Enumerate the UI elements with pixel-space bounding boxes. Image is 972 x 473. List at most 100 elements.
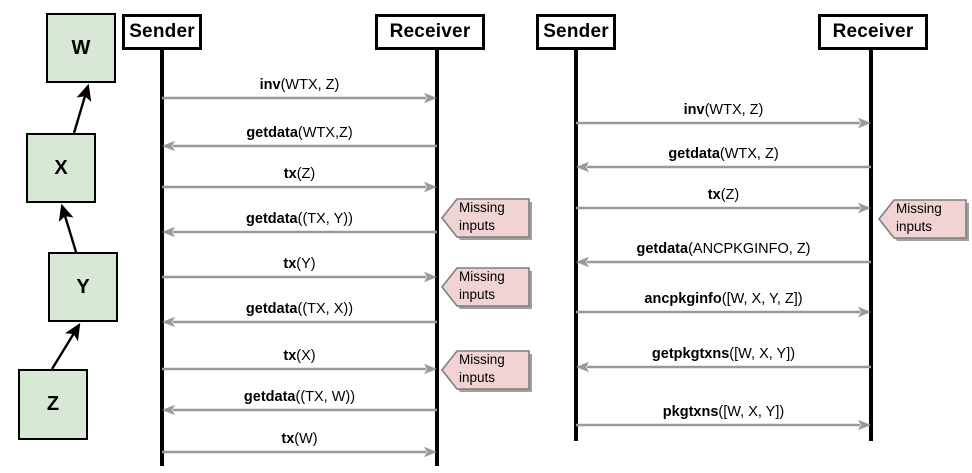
receiver-label: Receiver — [389, 21, 471, 42]
sender-label: Sender — [129, 21, 195, 42]
callout-line-2: inputs — [459, 370, 496, 386]
dag-edge-Y-to-X — [58, 203, 78, 253]
dag-edge-Z-to-Y — [50, 322, 81, 370]
callout-line-1: Missing — [459, 352, 505, 367]
missing-inputs-callout[interactable]: Missing inputs — [439, 195, 532, 241]
right-sender-head[interactable]: Sender — [536, 14, 616, 50]
message-arrow-right — [162, 446, 437, 458]
message-label: tx(Z) — [576, 187, 871, 204]
message-args: ((TX, W)) — [295, 389, 356, 406]
left-sender-head[interactable]: Sender — [122, 14, 202, 50]
dag-node-w[interactable]: W — [46, 13, 116, 83]
sender-lifeline — [160, 50, 164, 466]
message-fn: getdata — [636, 241, 689, 258]
message-label: ancpkginfo([W, X, Y, Z]) — [576, 291, 871, 308]
message-label: tx(Y) — [162, 256, 437, 273]
message-arrow-right — [162, 181, 437, 193]
dag-node-x[interactable]: X — [26, 133, 96, 203]
message-args: (WTX,Z) — [297, 125, 353, 142]
receiver-label: Receiver — [832, 21, 914, 42]
dag-node-y[interactable]: Y — [48, 252, 118, 322]
receiver-lifeline — [435, 50, 439, 466]
message-label: getdata(WTX,Z) — [162, 125, 437, 142]
message-fn: getdata — [668, 146, 720, 163]
message-args: ([W, X, Y]) — [729, 346, 796, 363]
callout-line-2: inputs — [459, 287, 496, 303]
callout-line-1: Missing — [459, 269, 505, 284]
callout-arrow-shape-icon — [877, 199, 969, 241]
message-arrow-right — [576, 117, 871, 129]
message-arrow-left — [576, 161, 871, 173]
callout-text: Missing inputs — [459, 199, 527, 235]
message-args: ((TX, X)) — [297, 301, 354, 318]
message-label: getdata((TX, Y)) — [162, 211, 437, 228]
message-label: tx(Z) — [162, 166, 437, 183]
message-label: tx(W) — [162, 431, 437, 448]
sender-label: Sender — [543, 21, 609, 42]
message-arrow-right — [576, 306, 871, 318]
missing-inputs-callout[interactable]: Missing inputs — [439, 264, 532, 310]
sender-lifeline — [574, 50, 578, 441]
message-label: inv(WTX, Z) — [162, 77, 437, 94]
message-fn: inv — [683, 102, 705, 119]
message-fn: tx — [281, 431, 295, 448]
callout-line-2: inputs — [896, 219, 933, 235]
message-label: getdata(ANCPKGINFO, Z) — [576, 241, 871, 258]
receiver-lifeline — [869, 50, 873, 441]
dag-edge-X-to-W — [72, 83, 92, 134]
message-arrow-left — [576, 361, 871, 373]
message-arrow-left — [162, 226, 437, 238]
message-fn: getpkgtxns — [651, 346, 730, 363]
callout-arrow-shape-icon — [440, 350, 532, 392]
dag-node-label: Z — [46, 393, 60, 415]
message-label: inv(WTX, Z) — [576, 102, 871, 119]
missing-inputs-callout[interactable]: Missing inputs — [439, 347, 532, 393]
message-args: (WTX, Z) — [704, 102, 764, 119]
message-fn: tx — [283, 348, 297, 365]
message-fn: getdata — [245, 301, 298, 318]
left-receiver-head[interactable]: Receiver — [375, 14, 485, 50]
message-arrow-left — [576, 256, 871, 268]
callout-arrow-shape-icon — [440, 267, 532, 309]
message-arrow-right — [162, 271, 437, 283]
message-label: getpkgtxns([W, X, Y]) — [576, 346, 871, 363]
callout-line-1: Missing — [459, 200, 505, 215]
message-arrow-right — [162, 92, 437, 104]
message-label: getdata((TX, W)) — [162, 389, 437, 406]
message-arrow-left — [162, 140, 437, 152]
message-arrow-right — [576, 419, 871, 431]
message-fn: getdata — [246, 125, 298, 142]
message-fn: getdata — [246, 211, 298, 228]
message-arrow-right — [576, 202, 871, 214]
message-fn: ancpkginfo — [644, 291, 722, 308]
missing-inputs-callout[interactable]: Missing inputs — [876, 196, 969, 242]
callout-text: Missing inputs — [459, 268, 527, 304]
callout-line-2: inputs — [459, 218, 496, 234]
callout-arrow-shape-icon — [440, 198, 532, 240]
message-arrow-left — [162, 316, 437, 328]
message-label: pkgtxns([W, X, Y]) — [576, 404, 871, 421]
message-args: ([W, X, Y, Z]) — [721, 291, 803, 308]
dag-node-z[interactable]: Z — [18, 369, 88, 440]
message-args: (Z) — [720, 187, 740, 204]
message-args: ((TX, Y)) — [297, 211, 353, 228]
message-fn: inv — [259, 77, 281, 94]
message-fn: tx — [283, 256, 297, 273]
message-args: (ANCPKGINFO, Z) — [688, 241, 811, 258]
message-fn: tx — [707, 187, 721, 204]
message-label: getdata(WTX, Z) — [576, 146, 871, 163]
message-arrow-left — [162, 404, 437, 416]
dag-node-label: X — [54, 156, 68, 179]
message-fn: pkgtxns — [662, 404, 719, 421]
message-arrow-right — [162, 363, 437, 375]
message-label: getdata((TX, X)) — [162, 301, 437, 318]
callout-text: Missing inputs — [459, 351, 527, 387]
message-args: (WTX, Z) — [280, 77, 340, 94]
callout-text: Missing inputs — [896, 200, 964, 236]
callout-line-1: Missing — [896, 201, 942, 216]
dag-node-label: W — [71, 36, 91, 59]
message-args: ([W, X, Y]) — [718, 404, 785, 421]
right-receiver-head[interactable]: Receiver — [818, 14, 928, 50]
